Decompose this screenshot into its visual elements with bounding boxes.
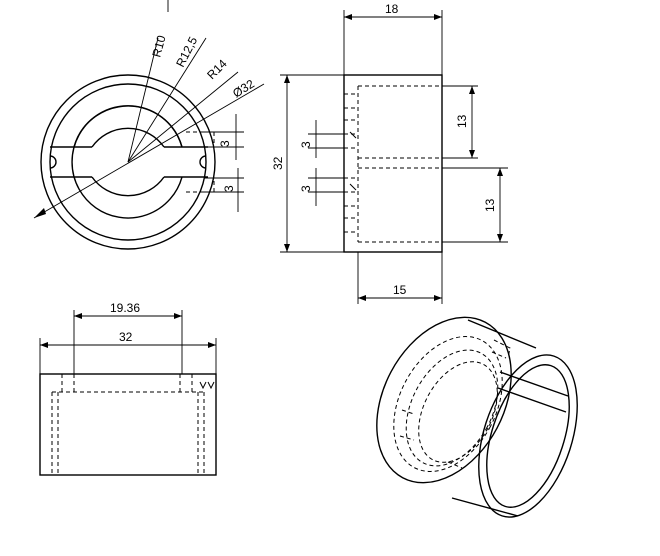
side-outline — [343, 74, 443, 253]
r12-5-arc-top — [73, 105, 183, 148]
label-18: 18 — [385, 2, 399, 16]
label-side3-top: 3 — [299, 141, 313, 148]
label-13-bot: 13 — [483, 198, 497, 212]
label-32-bottom: 32 — [119, 330, 133, 344]
label-slot3-bot: 3 — [222, 185, 236, 192]
iso-hidden-2 — [405, 349, 499, 467]
dim32b-arrow-l — [40, 342, 48, 348]
label-r10: R10 — [149, 34, 168, 59]
dim1936-arrow-l — [74, 313, 82, 319]
outer-circle — [40, 74, 216, 250]
iso-hidden-3 — [418, 361, 498, 463]
label-32-side: 32 — [271, 156, 285, 170]
dim32b-arrow-r — [208, 342, 216, 348]
dim15-arrow-r — [434, 295, 442, 301]
r12-5-leader — [127, 37, 207, 163]
dim15-arrow-l — [358, 295, 366, 301]
side-hidden-steps — [344, 93, 358, 233]
side-view: 18 32 3 3 13 13 — [271, 2, 508, 304]
r14-circle — [49, 83, 207, 241]
side-slot-marks — [349, 131, 357, 191]
bottom-hidden-lines — [51, 374, 205, 475]
dim1936-arrow-r — [174, 313, 182, 319]
r14-leader — [127, 71, 239, 163]
side-hidden-lines — [357, 85, 442, 243]
label-15: 15 — [393, 283, 407, 297]
dim13t-arrow-b — [469, 150, 475, 158]
iso-hidden-1 — [393, 336, 503, 472]
r10-arc-bottom — [91, 176, 165, 197]
iso-back-inner — [486, 364, 570, 508]
dim18-arrow-l — [344, 14, 352, 20]
left-notch — [49, 155, 57, 169]
iso-hidden-steps — [399, 339, 511, 469]
iso-front-outer — [376, 316, 512, 484]
label-dia32: Ø32 — [230, 76, 257, 100]
label-19-36: 19.36 — [110, 301, 140, 315]
label-r14: R14 — [204, 56, 230, 82]
iso-slot-edges — [497, 371, 569, 413]
dim13b-arrow-b — [497, 234, 503, 242]
isometric-view — [376, 316, 578, 518]
dim32-arrow-t — [284, 75, 290, 83]
dia32-arrow — [34, 208, 46, 218]
r10-arc-top — [91, 127, 165, 148]
dim32-arrow-b — [284, 244, 290, 252]
bottom-slot-marks — [199, 381, 215, 390]
label-slot3-top: 3 — [218, 140, 232, 147]
dim18-arrow-r — [434, 14, 442, 20]
label-13-top: 13 — [455, 114, 469, 128]
dim13b-arrow-t — [497, 168, 503, 176]
iso-silhouette — [451, 319, 537, 517]
r10-right-steps — [164, 146, 182, 178]
bottom-outline — [39, 373, 217, 476]
iso-back-outer — [478, 354, 578, 518]
front-view: R10 R12,5 R14 Ø32 3 3 — [33, 0, 265, 250]
r10-leader — [127, 37, 159, 163]
right-notch — [199, 155, 207, 169]
dim13t-arrow-t — [469, 86, 475, 94]
dia32-leader — [33, 83, 265, 219]
label-side3-bot: 3 — [299, 185, 313, 192]
label-r12-5: R12,5 — [173, 34, 200, 69]
bottom-view: 19.36 32 — [39, 301, 217, 476]
r10-left-steps — [74, 146, 92, 178]
